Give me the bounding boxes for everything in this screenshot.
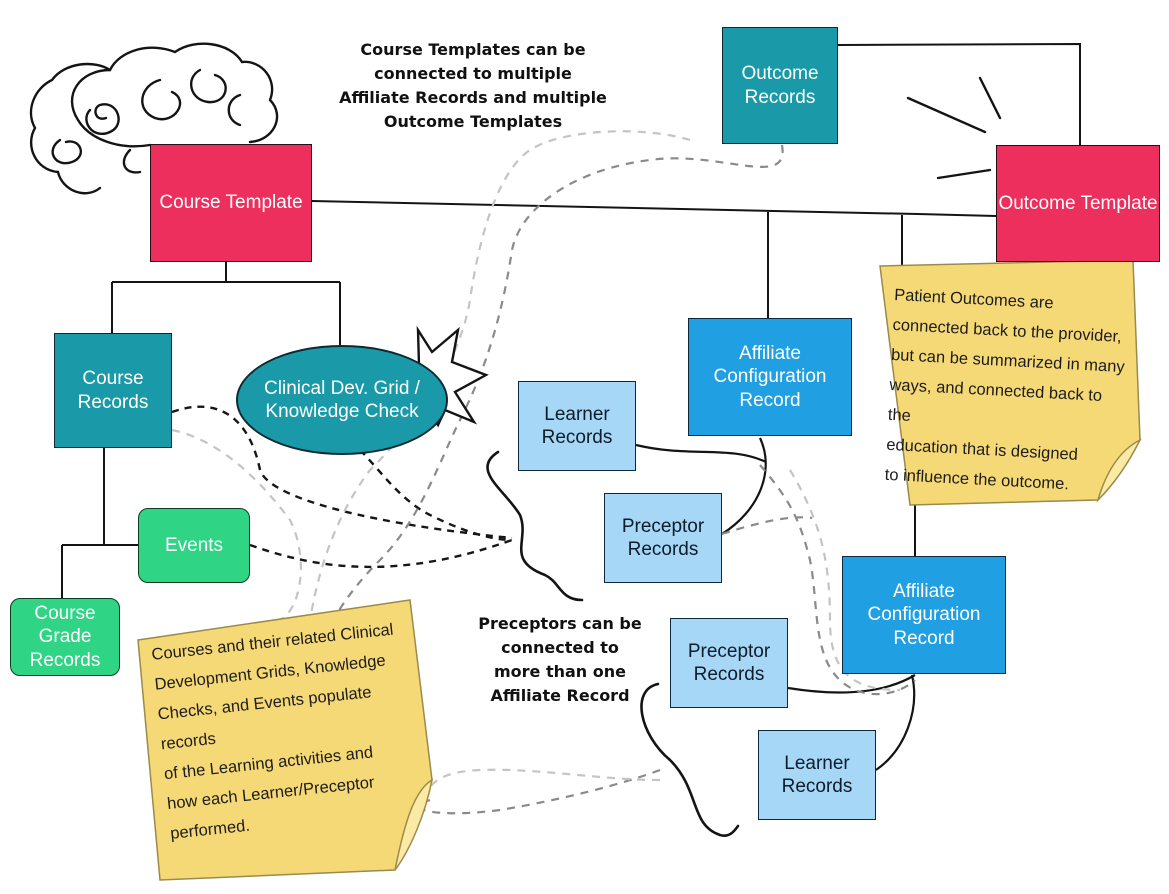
brain-icon (29, 42, 279, 248)
outcome-records-node: Outcome Records (722, 27, 838, 144)
caption-preceptors: Preceptors can be connected to more than… (478, 614, 642, 705)
preceptor-records-node-1: Preceptor Records (604, 493, 722, 583)
affiliate-config-node-2: Affiliate Configuration Record (842, 556, 1006, 674)
sticky-note-courses (137, 599, 434, 881)
affiliate-1-links (635, 437, 767, 535)
learner-records-node-2: Learner Records (758, 730, 876, 820)
sticky-note-patient (879, 259, 1142, 506)
course-records-node: Course Records (54, 333, 172, 448)
clinical-dev-grid-node: Clinical Dev. Grid / Knowledge Check (236, 345, 448, 455)
emphasis-strokes (906, 76, 1002, 180)
note-patient-outcomes: Patient Outcomes are connected back to t… (884, 285, 1126, 494)
course-template-node: Course Template (150, 144, 312, 262)
affiliate-config-node-1: Affiliate Configuration Record (688, 318, 852, 436)
course-grade-records-node: Course Grade Records (10, 598, 120, 676)
dashed-light-links (171, 130, 901, 801)
preceptor-curly-links (486, 450, 740, 837)
dashed-dark-links (171, 405, 513, 569)
learner-records-node-1: Learner Records (518, 381, 636, 471)
course-tree-links (61, 42, 1081, 598)
affiliate-2-links (787, 674, 916, 771)
events-node: Events (138, 508, 250, 583)
caption-course-templates: Course Templates can be connected to mul… (339, 40, 607, 131)
note-courses-related: Courses and their related Clinical Devel… (150, 620, 395, 843)
preceptor-records-node-2: Preceptor Records (670, 618, 788, 708)
outcome-template-node: Outcome Template (996, 145, 1160, 262)
